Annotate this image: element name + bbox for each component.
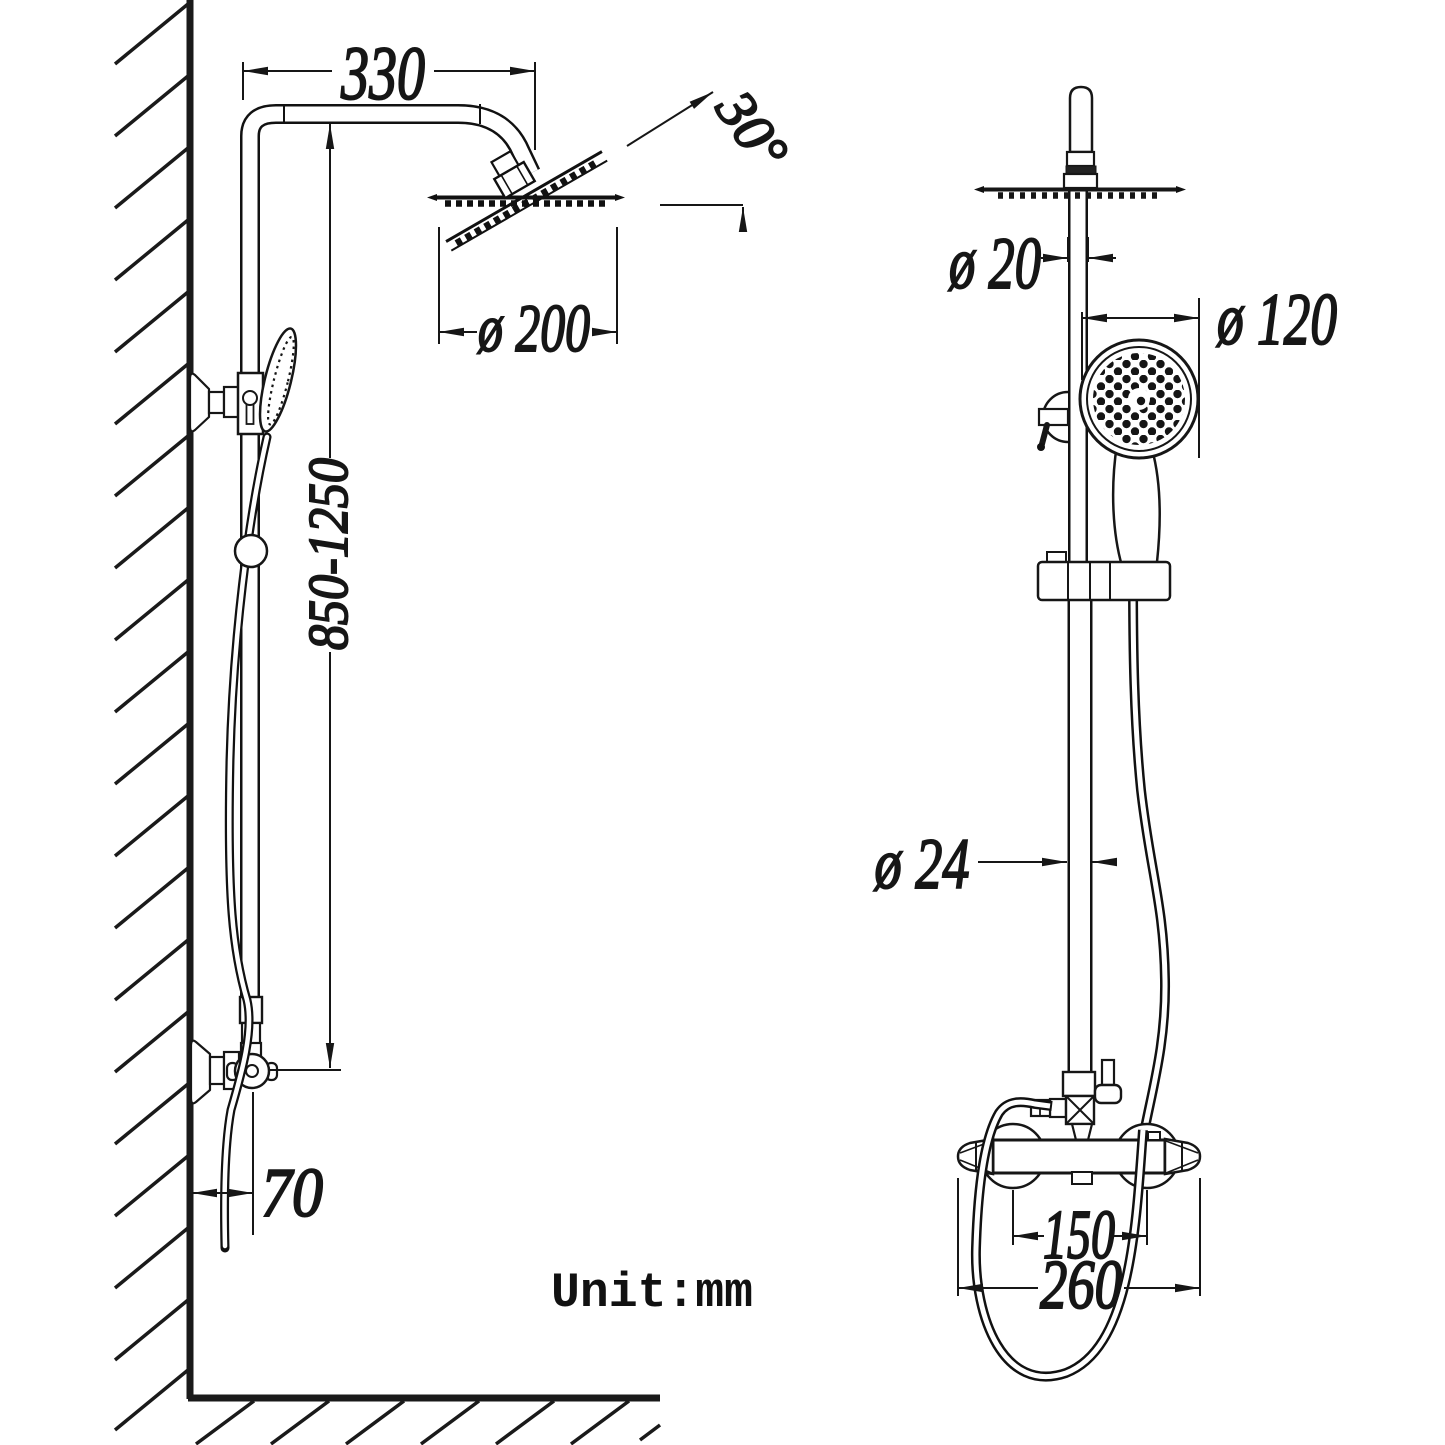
dim-riser-height-range: 850-1250: [268, 124, 361, 1071]
shower-hose-side: [220, 432, 272, 1253]
dim-riser-pipe-diameter: ø 24: [873, 823, 1117, 905]
slider-bracket-front: [1036, 551, 1172, 602]
dim-wall-clearance: 70: [192, 1092, 324, 1235]
dim-rain-head-diameter: ø 200: [438, 227, 618, 367]
wall-hatching: [113, 2, 190, 1432]
dim-hand-shower-diameter: ø 120: [1081, 278, 1338, 458]
side-view: [188, 104, 625, 1253]
dim-head-angle: 30°: [626, 78, 801, 232]
dim-valve-inlet-spacing: 150: [1012, 1190, 1148, 1275]
riser-height-range-label: 850-1250: [298, 458, 360, 650]
diverter-tee: [1029, 1058, 1123, 1142]
upper-pipe-diameter-label: ø 20: [948, 223, 1041, 305]
hand-shower-holder: [188, 371, 265, 436]
valve-inlet-spacing-label: 150: [1043, 1197, 1115, 1274]
arm-length-label: 330: [340, 32, 425, 116]
front-view: [956, 85, 1202, 1382]
dim-upper-pipe-diameter: ø 20: [947, 222, 1116, 306]
hand-shower-diameter-label: ø 120: [1216, 279, 1337, 361]
holder-bracket-front: [1037, 390, 1070, 451]
riser-and-arm-pipe: [240, 104, 541, 1002]
valve-overall-width-label: 260: [1040, 1247, 1122, 1324]
slider-knob: [233, 533, 269, 569]
rain-head-front: [974, 85, 1186, 199]
hand-shower-side: [258, 327, 298, 433]
unit-label: Unit:mm: [551, 1265, 753, 1321]
riser-pipe-diameter-label: ø 24: [874, 824, 970, 904]
hand-shower-front: [1078, 338, 1200, 460]
rain-head-tilted: [445, 149, 608, 252]
valve-wall-cone: [189, 1039, 212, 1105]
rain-head-diameter-label: ø 200: [477, 290, 590, 366]
hand-shower-handle: [1111, 442, 1161, 568]
wall-clearance-label: 70: [261, 1155, 323, 1232]
floor-hatching: [194, 1399, 662, 1445]
dim-arm-length: 330: [242, 31, 536, 150]
wall-section: [113, 0, 662, 1445]
holder-wall-cone: [188, 372, 211, 433]
head-angle-label: 30°: [703, 79, 800, 181]
pipe-top-cap: [1068, 85, 1094, 154]
dim-valve-overall-width: 260: [957, 1178, 1201, 1325]
front-view-dimensions: ø 20 ø 120 ø 24 150 260: [873, 222, 1338, 1325]
